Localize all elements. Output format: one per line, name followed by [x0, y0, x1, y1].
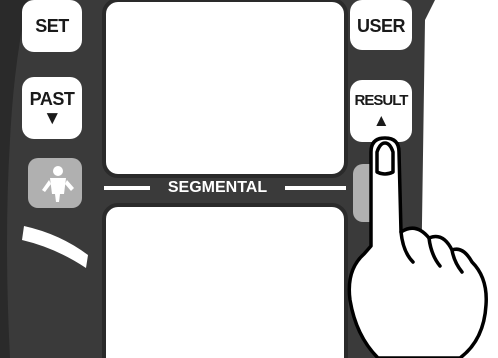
result-button[interactable] [350, 80, 412, 142]
past-button[interactable] [22, 77, 82, 139]
up-arrow-icon: ▲ [372, 111, 390, 130]
set-button[interactable] [22, 0, 82, 52]
device-body-left-edge [0, 0, 28, 358]
segmental-label: SEGMENTAL [167, 179, 268, 196]
past-button-label: PAST [29, 89, 75, 109]
down-arrow-icon: ▼ [42, 108, 62, 129]
result-button-label: RESULT [354, 92, 409, 109]
set-button-label: SET [35, 16, 69, 36]
set-button-shape [22, 0, 82, 52]
user-button-shape [350, 0, 412, 50]
past-button-shape [22, 77, 82, 139]
user-button[interactable] [350, 0, 412, 50]
person-silhouette-icon [42, 166, 74, 202]
body-mode-button[interactable] [28, 158, 82, 208]
upper-display [102, 0, 348, 178]
user-button-label: USER [356, 16, 406, 36]
pointing-hand-icon [347, 136, 488, 358]
left-lower-band [22, 226, 88, 268]
lower-display [102, 203, 348, 358]
result-button-shape [350, 80, 412, 142]
